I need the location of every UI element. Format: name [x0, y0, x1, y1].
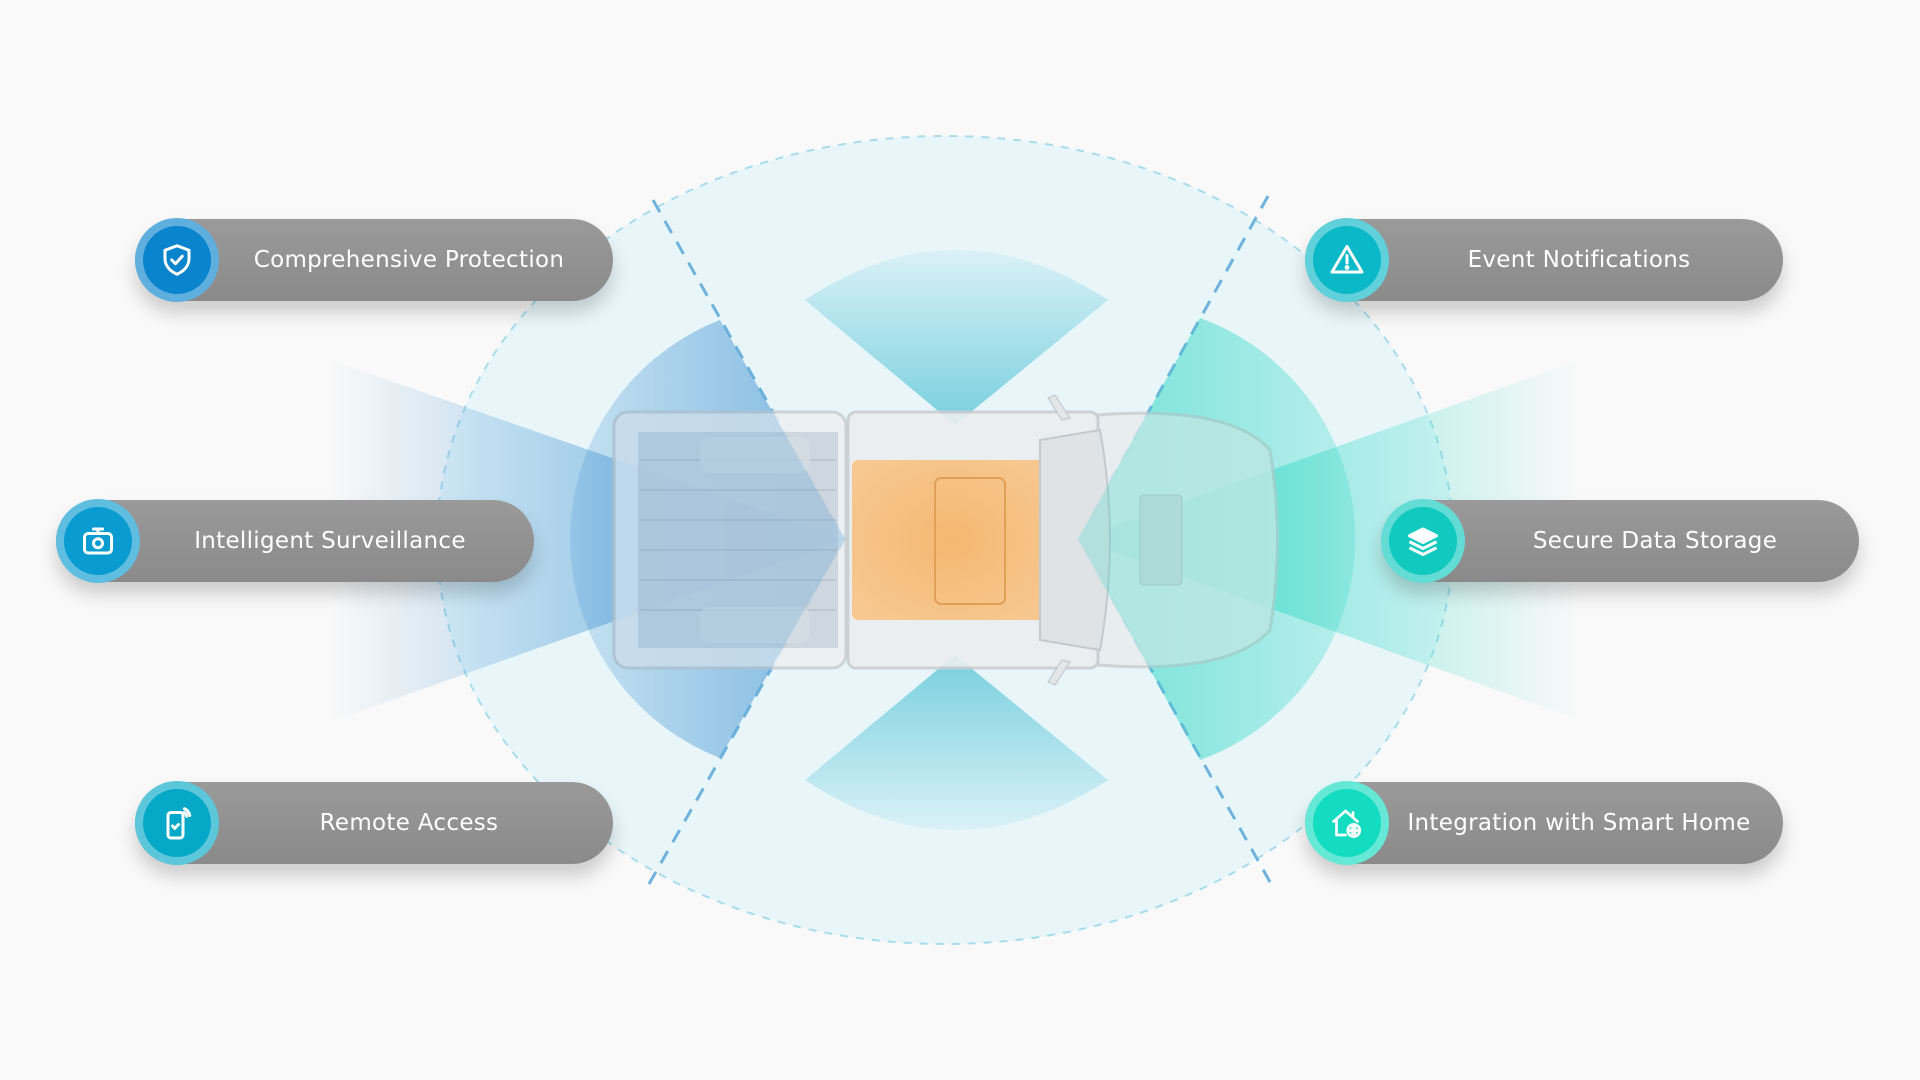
- feature-integration-smart-home[interactable]: Integration with Smart Home: [1305, 781, 1783, 865]
- feature-label: Comprehensive Protection: [253, 247, 565, 273]
- feature-label: Remote Access: [319, 810, 499, 836]
- feature-comprehensive-protection[interactable]: Comprehensive Protection: [135, 218, 613, 302]
- feature-label: Event Notifications: [1467, 247, 1691, 273]
- rear-camera-cone: [330, 360, 845, 722]
- shield-check-icon: [135, 218, 219, 302]
- smart-home-icon: [1305, 781, 1389, 865]
- feature-label: Integration with Smart Home: [1407, 810, 1751, 836]
- truck-top-view: [612, 394, 1279, 686]
- feature-event-notifications[interactable]: Event Notifications: [1305, 218, 1783, 302]
- feature-secure-data-storage[interactable]: Secure Data Storage: [1381, 499, 1859, 583]
- layers-icon: [1381, 499, 1465, 583]
- phone-signal-icon: [135, 781, 219, 865]
- feature-remote-access[interactable]: Remote Access: [135, 781, 613, 865]
- feature-label: Intelligent Surveillance: [194, 528, 466, 554]
- top-camera-cone: [805, 250, 1108, 425]
- feature-label: Secure Data Storage: [1532, 528, 1778, 554]
- warning-icon: [1305, 218, 1389, 302]
- bottom-camera-cone: [805, 655, 1108, 830]
- camera-icon: [56, 499, 140, 583]
- feature-intelligent-surveillance[interactable]: Intelligent Surveillance: [56, 499, 534, 583]
- front-camera-cone: [1078, 360, 1580, 720]
